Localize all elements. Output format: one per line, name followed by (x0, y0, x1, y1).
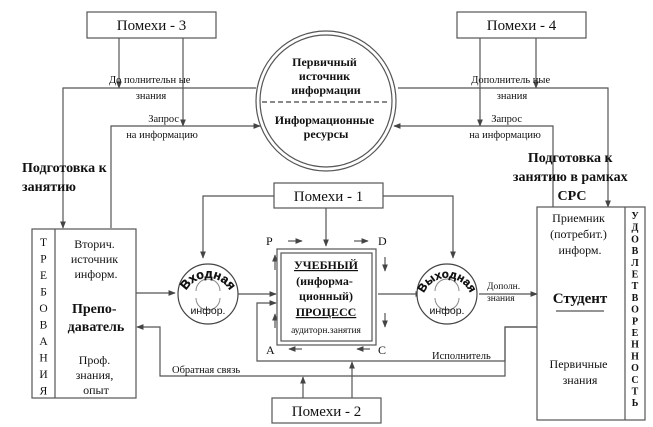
noise-box-1-label: Помехи - 1 (294, 189, 364, 205)
receiver-text: Приемник (потребит.) информ. (550, 211, 610, 257)
vertical-letter: В (40, 320, 48, 332)
output-swirl-bottom-icon (434, 297, 460, 311)
vertical-letter: Н (39, 353, 47, 365)
process-sub-label: аудиторн.занятия (291, 326, 361, 336)
input-info-label: инфор. (191, 305, 226, 317)
process-title-line4: ПРОЦЕСС (296, 305, 357, 319)
vertical-letter: О (631, 234, 639, 245)
vertical-letter: Т (40, 237, 47, 249)
process-title-middle: (информа- ционный) (296, 274, 356, 303)
vertical-letter: Л (631, 258, 639, 269)
left-prep-label: Подготовка к занятию (22, 161, 110, 195)
input-swirl-bottom-icon (195, 297, 221, 311)
corner-label-a: A (266, 343, 275, 357)
vertical-letter: Т (632, 281, 639, 292)
vertical-letter: Н (631, 351, 639, 362)
vertical-letter: Д (632, 223, 639, 234)
vertical-letter: Е (632, 328, 639, 339)
right-request-label: Запрос на информацию (469, 114, 541, 141)
feedback-label: Обратная связь (172, 365, 240, 376)
vertical-letter: В (632, 293, 639, 304)
connectors (60, 38, 611, 398)
primary-source-top-text: Первичный источник информации (291, 55, 361, 97)
corner-label-d: D (378, 234, 387, 248)
output-info-label: инфор. (430, 305, 465, 317)
left-extra-knowledge-label: До полнительн ые знания (109, 75, 193, 102)
vertical-letter: Б (40, 287, 47, 299)
output-swirl-top-icon (434, 278, 460, 292)
vertical-letter: Ь (632, 398, 639, 409)
vertical-letter: Т (632, 387, 639, 398)
right-extra-knowledge-label: Дополнитель ные знания (471, 75, 552, 102)
request-left-line (110, 123, 261, 228)
executor-label: Исполнитель (432, 351, 491, 362)
vertical-letter: И (39, 369, 47, 381)
vertical-letter: В (632, 246, 639, 257)
vertical-letter: Р (40, 254, 46, 266)
vertical-letter: У (631, 211, 639, 222)
corner-label-c: C (378, 343, 386, 357)
noise-box-3: Помехи - 3 (86, 11, 217, 39)
student-role-text: Студент (553, 291, 608, 307)
primary-source-bottom-text: Информационные ресурсы (275, 113, 378, 141)
input-swirl-top-icon (195, 278, 221, 292)
noise-box-1: Помехи - 1 (273, 182, 384, 209)
noise1-to-input-arrow (200, 195, 274, 259)
noise-box-2-label: Помехи - 2 (292, 404, 362, 420)
request-right-line (393, 123, 554, 207)
extra-knowledge-out-label: Дополн. знания (487, 282, 523, 304)
vertical-letter: Я (40, 386, 48, 398)
extra-knowledge-right-line (398, 87, 611, 208)
vertical-letter: О (631, 305, 639, 316)
extra-knowledge-left-line (60, 87, 256, 229)
teacher-role-text: Препо- даватель (68, 302, 125, 335)
output-info-circle: Выходная инфор. (416, 263, 478, 325)
learning-process-box: УЧЕБНЫЙ (информа- ционный) ПРОЦЕСС аудит… (276, 248, 377, 346)
student-box: Приемник (потребит.) информ. Студент Пер… (536, 206, 646, 421)
left-request-label: Запрос на информацию (126, 114, 198, 141)
vertical-letter: О (39, 303, 47, 315)
vertical-letter: Р (632, 316, 638, 327)
vertical-letter: С (631, 375, 638, 386)
professional-knowledge-text: Проф. знания, опыт (76, 353, 117, 397)
noise-box-2: Помехи - 2 (271, 397, 382, 424)
feedback-loop-line (136, 324, 537, 377)
input-info-circle: Входная инфор. (177, 263, 239, 325)
vertical-letter: Е (632, 270, 639, 281)
vertical-letter: Н (631, 340, 639, 351)
vertical-letter: А (39, 336, 48, 348)
process-title-line1: УЧЕБНЫЙ (294, 258, 359, 272)
vertical-letter: О (631, 363, 639, 374)
secondary-source-text: Вторич. источник информ. (71, 237, 121, 281)
noise-box-4-label: Помехи - 4 (487, 18, 557, 34)
noise1-to-output-arrow (383, 195, 456, 259)
primary-source-circle: Первичный источник информации Информацио… (255, 30, 397, 172)
noise-box-4: Помехи - 4 (456, 11, 587, 39)
noise-box-3-label: Помехи - 3 (117, 18, 187, 34)
corner-label-p: P (266, 234, 273, 248)
right-prep-label: Подготовка к занятию в рамках СРС (513, 151, 631, 204)
primary-knowledge-text: Первичные знания (550, 357, 611, 387)
vertical-letter: Е (40, 270, 47, 282)
